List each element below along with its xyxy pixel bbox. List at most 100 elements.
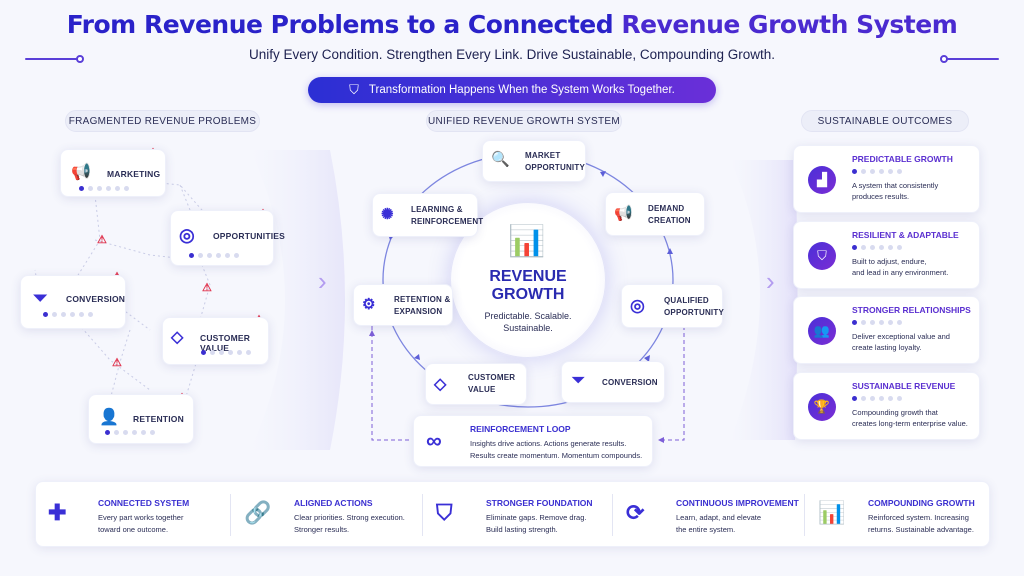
cycle-node-conversion: ⏷ CONVERSION <box>561 361 665 403</box>
problem-label: MARKETING <box>107 169 161 179</box>
hub-title-line-2: GROWTH <box>491 286 565 303</box>
title-part-2: Revenue Growth System <box>621 10 958 39</box>
problem-label: OPPORTUNITIES <box>213 231 286 241</box>
bar-chart-icon: ▟ <box>808 166 836 194</box>
outcome-line-2: creates long-term enterprise value. <box>852 419 968 428</box>
hub-sub-line-2: Sustainable. <box>503 323 553 333</box>
warning-icon: ⚠ <box>202 282 212 294</box>
label-line-2: OPPORTUNITY <box>664 308 724 317</box>
benefit-line-2: toward one outcome. <box>98 525 169 534</box>
target-icon: ◎ <box>179 225 195 245</box>
benefit-text: Learn, adapt, and elevate the entire syst… <box>676 512 806 536</box>
problem-label: CUSTOMER VALUE <box>200 333 251 353</box>
benefit-line-1: Reinforced system. Increasing <box>868 513 969 522</box>
outcome-line-2: create lasting loyalty. <box>852 343 922 352</box>
infinity-icon: ∞ <box>426 428 442 453</box>
outcome-line-1: Deliver exceptional value and <box>852 332 950 341</box>
target-icon: ◎ <box>630 296 645 315</box>
outcome-line-1: Built to adjust, endure, <box>852 257 927 266</box>
outcome-card-stronger-relationships: 👥 STRONGER RELATIONSHIPS Deliver excepti… <box>793 296 980 364</box>
problem-card-conversion: ⏷ CONVERSION <box>20 275 126 329</box>
benefit-title: STRONGER FOUNDATION <box>486 498 593 508</box>
megaphone-icon: 📢 <box>71 164 91 181</box>
benefit-line-1: Clear priorities. Strong execution. <box>294 513 405 522</box>
outcome-title: STRONGER RELATIONSHIPS <box>852 305 971 315</box>
progress-dots <box>189 253 239 258</box>
divider <box>230 494 231 536</box>
person-icon: 👤 <box>99 409 119 426</box>
benefit-title: CONTINUOUS IMPROVEMENT <box>676 498 799 508</box>
progress-dots <box>79 186 129 191</box>
benefits-strip: ✚ CONNECTED SYSTEM Every part works toge… <box>35 481 990 547</box>
outcome-text: Compounding growth that creates long-term… <box>852 407 974 429</box>
benefit-text: Eliminate gaps. Remove drag. Build lastin… <box>486 512 616 536</box>
label-line-1: MARKET <box>525 151 561 160</box>
flow-arrow-icon: › <box>318 266 327 296</box>
shield-icon: ⛉ <box>808 242 836 270</box>
left-rule <box>25 58 77 60</box>
cycle-node-market-opportunity: 🔍 MARKET OPPORTUNITY <box>482 140 586 182</box>
benefit-line-1: Every part works together <box>98 513 184 522</box>
label-line-2: EXPANSION <box>394 307 443 316</box>
problem-label: CONVERSION <box>66 294 126 304</box>
section-center-label: UNIFIED REVENUE GROWTH SYSTEM <box>426 110 622 132</box>
transformation-banner: ⛉ Transformation Happens When the System… <box>308 77 716 103</box>
benefit-line-1: Eliminate gaps. Remove drag. <box>486 513 587 522</box>
divider <box>804 494 805 536</box>
benefit-connected-system: ✚ CONNECTED SYSTEM Every part works toge… <box>36 482 226 548</box>
benefit-line-2: the entire system. <box>676 525 736 534</box>
outcome-line-1: Compounding growth that <box>852 408 938 417</box>
megaphone-icon: 📢 <box>614 205 633 222</box>
outcome-text: Deliver exceptional value and create last… <box>852 331 974 353</box>
benefit-line-2: Stronger results. <box>294 525 350 534</box>
progress-dots <box>105 430 155 435</box>
outcome-line-1: A system that consistently <box>852 181 939 190</box>
funnel-icon: ⏷ <box>33 288 48 308</box>
label-line-2: OPPORTUNITY <box>525 163 585 172</box>
problem-card-retention: 👤 RETENTION <box>88 394 194 444</box>
outcome-card-resilient-adaptable: ⛉ RESILIENT & ADAPTABLE Built to adjust,… <box>793 221 980 289</box>
section-left-label: FRAGMENTED REVENUE PROBLEMS <box>65 110 260 132</box>
benefit-aligned-actions: 🔗 ALIGNED ACTIONS Clear priorities. Stro… <box>232 482 422 548</box>
benefit-text: Clear priorities. Strong execution. Stron… <box>294 512 424 536</box>
reinforcement-loop-card: ∞ REINFORCEMENT LOOP Insights drive acti… <box>413 415 653 467</box>
hub-subtitle: Predictable. Scalable. Sustainable. <box>450 310 606 334</box>
problem-label: RETENTION <box>133 414 184 424</box>
benefit-line-2: Build lasting strength. <box>486 525 558 534</box>
label-line-1: CUSTOMER <box>468 373 516 382</box>
hub-sub-line-1: Predictable. Scalable. <box>484 311 572 321</box>
progress-dots <box>852 169 902 174</box>
outcome-card-sustainable-revenue: 🏆 SUSTAINABLE REVENUE Compounding growth… <box>793 372 980 440</box>
cycle-node-label: CONVERSION <box>602 378 658 387</box>
label-line-2: REINFORCEMENT <box>411 217 484 226</box>
shield-icon: ⛉ <box>436 500 453 525</box>
outcome-line-2: produces results. <box>852 192 910 201</box>
progress-dots <box>852 320 902 325</box>
problem-card-opportunities: ◎ OPPORTUNITIES <box>170 210 285 266</box>
warning-icon: ⚠ <box>112 357 122 369</box>
cycle-node-label: RETENTION &EXPANSION <box>394 294 450 318</box>
flow-arrow-icon: › <box>766 266 775 296</box>
loop-line-2: Results create momentum. Momentum compou… <box>470 451 643 460</box>
puzzle-icon: ✚ <box>48 500 67 525</box>
warning-icon: ⚠ <box>97 234 107 246</box>
cycle-node-label: MARKET OPPORTUNITY <box>525 150 585 174</box>
label-line-2: VALUE <box>468 385 496 394</box>
loop-text: Insights drive actions. Actions generate… <box>470 438 642 462</box>
benefit-text: Every part works together toward one outc… <box>98 512 228 536</box>
funnel-icon: ⏷ <box>572 372 585 389</box>
search-chart-icon: 🔍 <box>491 151 510 168</box>
benefit-title: COMPOUNDING GROWTH <box>868 498 975 508</box>
benefit-line-1: Learn, adapt, and elevate <box>676 513 762 522</box>
right-flow-wedge <box>730 160 798 440</box>
progress-dots <box>852 245 902 250</box>
progress-dots <box>852 396 902 401</box>
left-rule-dot <box>76 55 84 63</box>
divider <box>612 494 613 536</box>
benefit-stronger-foundation: ⛉ STRONGER FOUNDATION Eliminate gaps. Re… <box>424 482 614 548</box>
cycle-icon: ⟳ <box>626 500 645 525</box>
